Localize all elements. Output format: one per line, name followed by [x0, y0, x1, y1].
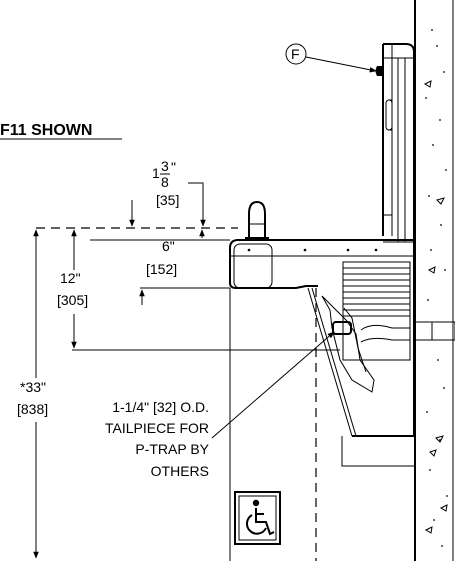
bubbler [245, 200, 269, 239]
drain-tailpiece [307, 287, 415, 467]
svg-text:6": 6" [162, 238, 175, 254]
svg-text:": " [171, 159, 176, 175]
svg-text:OTHERS: OTHERS [151, 463, 209, 479]
dim-12: 12" [305] [57, 229, 88, 349]
wheelchair-accessibility-icon [234, 491, 281, 545]
svg-text:P-TRAP BY: P-TRAP BY [135, 441, 209, 457]
svg-text:3: 3 [161, 158, 169, 174]
svg-text:*33": *33" [20, 379, 46, 395]
chiller-louvers [342, 261, 411, 361]
dim-6: 6" [152] [139, 229, 205, 305]
svg-text:[838]: [838] [17, 401, 48, 417]
svg-text:F: F [291, 46, 300, 62]
svg-text:[35]: [35] [156, 192, 179, 208]
svg-text:1: 1 [152, 165, 160, 181]
svg-text:[305]: [305] [57, 292, 88, 308]
svg-text:8: 8 [161, 174, 169, 190]
svg-text:TAILPIECE FOR: TAILPIECE FOR [105, 420, 209, 436]
dim-33: *33" [838] [17, 229, 48, 559]
callout-f: F [285, 43, 383, 76]
svg-text:12": 12" [60, 270, 81, 286]
svg-text:[152]: [152] [146, 261, 177, 277]
fountain-body [229, 239, 415, 437]
wall-opening [413, 321, 455, 341]
view-title: F11 SHOWN [0, 122, 92, 139]
svg-text:1-1/4" [32] O.D.: 1-1/4" [32] O.D. [112, 399, 209, 415]
dim-1-3-8: 1 3 8 " [35] [129, 158, 206, 227]
tailpiece-note: 1-1/4" [32] O.D. TAILPIECE FOR P-TRAP BY… [105, 331, 335, 479]
mounting-frame [382, 43, 415, 243]
concrete-wall [413, 0, 455, 561]
